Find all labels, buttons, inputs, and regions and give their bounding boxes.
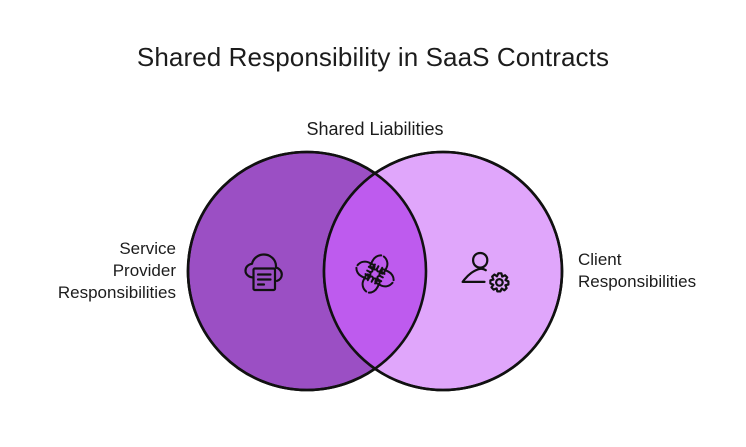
- teamwork-hands-icon: [349, 248, 401, 300]
- left-set-label-line-2: Provider: [112, 261, 176, 280]
- right-set-label-line-1: Client: [578, 250, 622, 269]
- overlap-label: Shared Liabilities: [306, 119, 444, 139]
- left-set-label-line-3: Responsibilities: [57, 283, 176, 302]
- venn-overlap-region: [324, 152, 426, 390]
- venn-circle-left-outline: [186, 150, 428, 392]
- venn-circle-right-outline: [322, 150, 564, 392]
- right-set-label-line-2: Responsibilities: [578, 272, 697, 291]
- left-set-label: Service Provider Responsibilities: [0, 238, 176, 304]
- right-set-label: Client Responsibilities: [578, 249, 746, 293]
- cloud-document-icon: [238, 247, 290, 299]
- user-gear-icon: [458, 248, 514, 300]
- left-set-label-line-1: Service: [119, 239, 176, 258]
- page-title: Shared Responsibility in SaaS Contracts: [136, 42, 610, 72]
